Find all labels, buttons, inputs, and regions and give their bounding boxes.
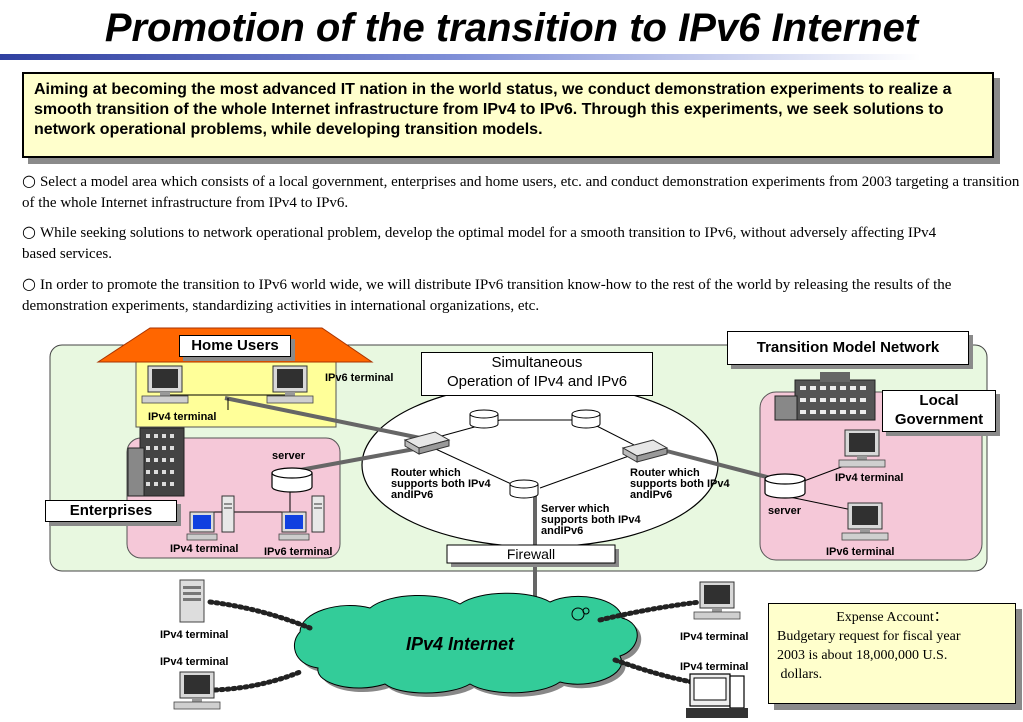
bullet-circle-icon: ○ [22,274,36,293]
ipv4-internet-cloud [293,592,638,694]
simultaneous-line2: Operation of IPv4 and IPv6 [446,373,628,390]
enterprise-server-label: server [272,450,306,462]
expense-heading: Expense Account： [836,610,948,625]
government-building-icon [774,372,876,421]
outside-ipv4-pc-icon [686,673,748,718]
bullet-circle-icon: ○ [22,171,36,190]
firewall-box [446,544,616,564]
bullet-item-1: ○Select a model area which consists of a… [22,170,1022,214]
bullet-text-1: Select a model area which consists of a … [22,174,1020,211]
title-underline [0,54,1023,60]
enterprise-tower-icon [311,495,325,533]
outside-ipv4-terminal-label: IPv4 terminal [160,629,229,641]
enterprise-tower-icon [221,495,235,533]
enterprise-ipv4-terminal-label: IPv4 terminal [170,543,239,555]
right-router-label: Router which supports both IPv4 andIPv6 [630,467,730,501]
bullet-circle-icon: ○ [22,222,36,241]
dotted-links [207,599,703,693]
outside-ipv4-pc-icon [693,581,741,620]
enterprises-label: Enterprises [45,500,177,522]
enterprise-ipv6-pc-icon [278,511,310,541]
core-node-icon [469,409,499,429]
expense-line-2: Budgetary request for fiscal year [777,629,961,644]
intro-text: Aiming at becoming the most advanced IT … [34,81,952,138]
home-ipv6-pc-icon [266,365,314,404]
government-ipv4-pc-icon [838,429,886,468]
outside-ipv4-terminal-label: IPv4 terminal [680,661,749,673]
enterprise-server-icon [271,467,313,493]
expense-line-3: 2003 is about 18,000,000 U.S. [777,648,948,663]
government-server-icon [764,473,806,499]
home-users-label: Home Users [179,335,291,357]
intro-box [22,72,994,158]
bullet-item-2: ○While seeking solutions to network oper… [22,221,942,265]
government-server-label: server [768,505,802,517]
slide-title: Promotion of the transition to IPv6 Inte… [104,6,919,50]
simultaneous-operation-label: Simultaneous Operation of IPv4 and IPv6 [421,352,653,396]
local-government-label: Local Government [882,390,996,432]
office-building-icon [127,427,185,497]
outside-ipv4-terminal-label: IPv4 terminal [680,631,749,643]
center-server-icon [509,479,539,499]
government-ipv4-terminal-label: IPv4 terminal [835,472,904,484]
dual-stack-core [361,382,719,548]
enterprise-ipv6-terminal-label: IPv6 terminal [264,546,333,558]
outside-ipv4-terminal-label: IPv4 terminal [160,656,229,668]
government-ipv6-pc-icon [841,502,889,541]
cloud-puff-icon [571,607,585,621]
bullet-text-2: While seeking solutions to network opera… [22,225,937,262]
simultaneous-line1: Simultaneous [491,354,583,371]
transition-model-network-label: Transition Model Network [727,331,969,365]
firewall-label: Firewall [506,546,556,562]
core-node-icon [571,409,601,429]
expense-line-4: dollars. [777,667,823,682]
cloud-puff-icon [582,607,590,615]
bullet-item-3: ○In order to promote the transition to I… [22,273,962,317]
outside-ipv4-pc-icon [179,579,205,623]
home-ipv6-terminal-label: IPv6 terminal [325,372,394,384]
local-government-line1: Local [919,392,959,409]
left-router-label: Router which supports both IPv4 andIPv6 [391,467,491,501]
local-government-line2: Government [894,411,984,428]
link-home-router [224,396,431,442]
home-ipv4-pc-icon [141,365,189,404]
expense-note: Expense Account： Budgetary request for f… [768,603,1016,704]
outside-ipv4-pc-icon [173,671,221,710]
link-enterprise-router [299,446,421,472]
enterprise-ipv4-pc-icon [186,511,218,541]
government-ipv6-terminal-label: IPv6 terminal [826,546,895,558]
bullet-text-3: In order to promote the transition to IP… [22,277,952,314]
ipv4-internet-label: IPv4 Internet [405,634,515,654]
center-server-label: Server which supports both IPv4 andIPv6 [541,503,641,537]
home-ipv4-terminal-label: IPv4 terminal [148,411,217,423]
